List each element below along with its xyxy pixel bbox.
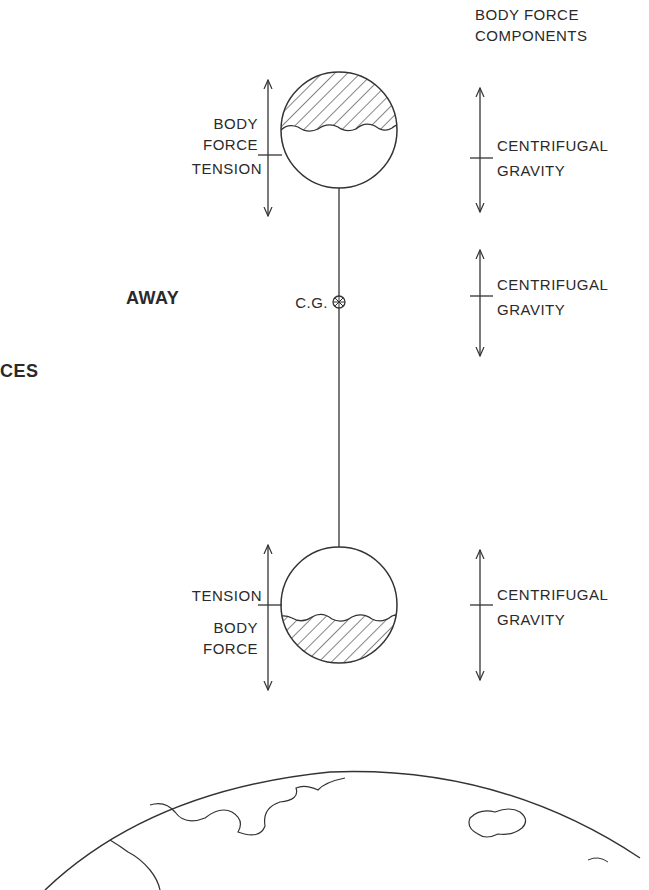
force-label: CENTRIFUGAL	[497, 135, 608, 156]
force-label: GRAVITY	[497, 609, 565, 630]
cut-text: AWAY	[126, 287, 179, 309]
force-label: BODY FORCE	[203, 617, 258, 659]
cut-text: CES	[0, 360, 39, 382]
force-label: CENTRIFUGAL	[497, 584, 608, 605]
force-tick	[258, 154, 282, 155]
force-label: CENTRIFUGAL	[497, 274, 608, 295]
tether-line	[338, 188, 339, 547]
continent-outline	[469, 809, 526, 837]
continent-outline	[110, 840, 160, 890]
liquid-surface	[270, 614, 410, 621]
force-tick	[470, 604, 493, 605]
force-tick	[470, 295, 493, 296]
cg-cross	[333, 296, 345, 308]
force-label: TENSION	[192, 585, 262, 606]
continent-outline	[588, 858, 608, 862]
force-arrow	[267, 80, 268, 216]
cg-marker	[333, 296, 345, 308]
section-heading: BODY FORCE COMPONENTS	[475, 4, 588, 46]
force-arrow	[479, 550, 480, 680]
force-arrow	[479, 250, 480, 356]
force-arrow	[267, 545, 268, 690]
force-label: TENSION	[192, 158, 262, 179]
force-arrow	[479, 88, 480, 212]
earth-limb	[45, 772, 640, 890]
force-label: GRAVITY	[497, 299, 565, 320]
continent-outline	[150, 778, 345, 835]
force-label: BODY FORCE	[203, 113, 258, 155]
force-label: GRAVITY	[497, 160, 565, 181]
liquid-surface	[281, 124, 398, 131]
force-tick	[470, 157, 493, 158]
cg-label: C.G.	[295, 292, 328, 313]
force-tick	[258, 604, 282, 605]
sphere-outline	[281, 547, 397, 663]
sphere-outline	[281, 72, 397, 188]
liquid-hatch	[270, 614, 410, 670]
